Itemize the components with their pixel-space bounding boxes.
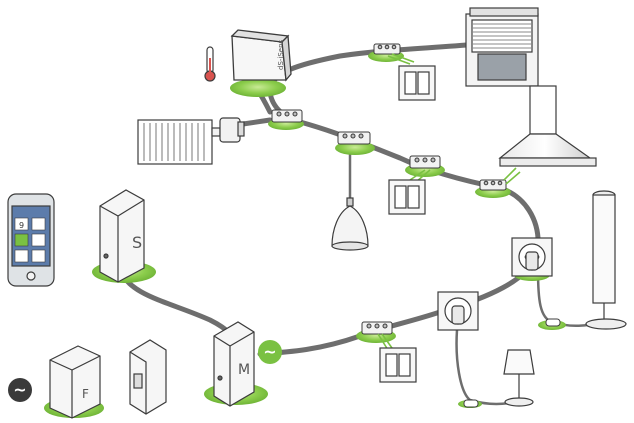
module-m-label: M — [238, 362, 250, 378]
ac-symbol-dark-glyph: ~ — [13, 380, 26, 399]
connector-pendant — [337, 131, 371, 145]
table-lamp — [503, 349, 535, 407]
wall-switch-bottom — [379, 347, 417, 383]
connector-lower — [361, 321, 393, 335]
ac-symbol-green — [258, 340, 282, 364]
cable-upper — [257, 41, 541, 357]
radiator — [137, 119, 213, 165]
meter-module-s: S — [99, 189, 145, 283]
floor-lamp — [585, 190, 627, 330]
connector-shutter — [373, 43, 401, 55]
circuit-breaker — [129, 339, 167, 415]
wall-switch-top — [398, 65, 436, 101]
cooker-hood — [498, 85, 597, 167]
terminal-connectors — [271, 43, 507, 335]
ac-symbol-dark — [8, 378, 32, 402]
wall-socket-right — [511, 237, 553, 277]
module-f-label: F — [82, 387, 89, 401]
table-lamp-inline-switch — [463, 399, 479, 408]
cable-floor-lamp — [536, 269, 599, 327]
floor-lamp-inline-switch — [545, 318, 561, 327]
roller-shutter — [465, 7, 539, 87]
connector-hood — [479, 179, 507, 191]
smartphone: 9 — [7, 193, 55, 287]
wall-socket-lower — [437, 291, 479, 331]
thermometer-icon — [204, 46, 216, 82]
wall-switch-middle — [388, 179, 426, 215]
connector-radiator — [271, 109, 303, 123]
pad-server — [230, 79, 286, 97]
filter-module-f: F — [49, 345, 101, 419]
digitalstrom-server: dS-iSens — [230, 29, 292, 82]
meter-module-m: M — [213, 321, 255, 407]
server-brand-label: dS-iSens — [277, 39, 285, 70]
phone-date: 9 — [19, 221, 24, 230]
module-s-label: S — [132, 233, 142, 252]
radiator-valve — [211, 117, 245, 143]
ac-symbol-green-glyph: ~ — [263, 342, 276, 361]
pendant-lamp — [331, 197, 369, 251]
connector-switch — [409, 155, 441, 169]
cable-radiator — [240, 117, 273, 127]
